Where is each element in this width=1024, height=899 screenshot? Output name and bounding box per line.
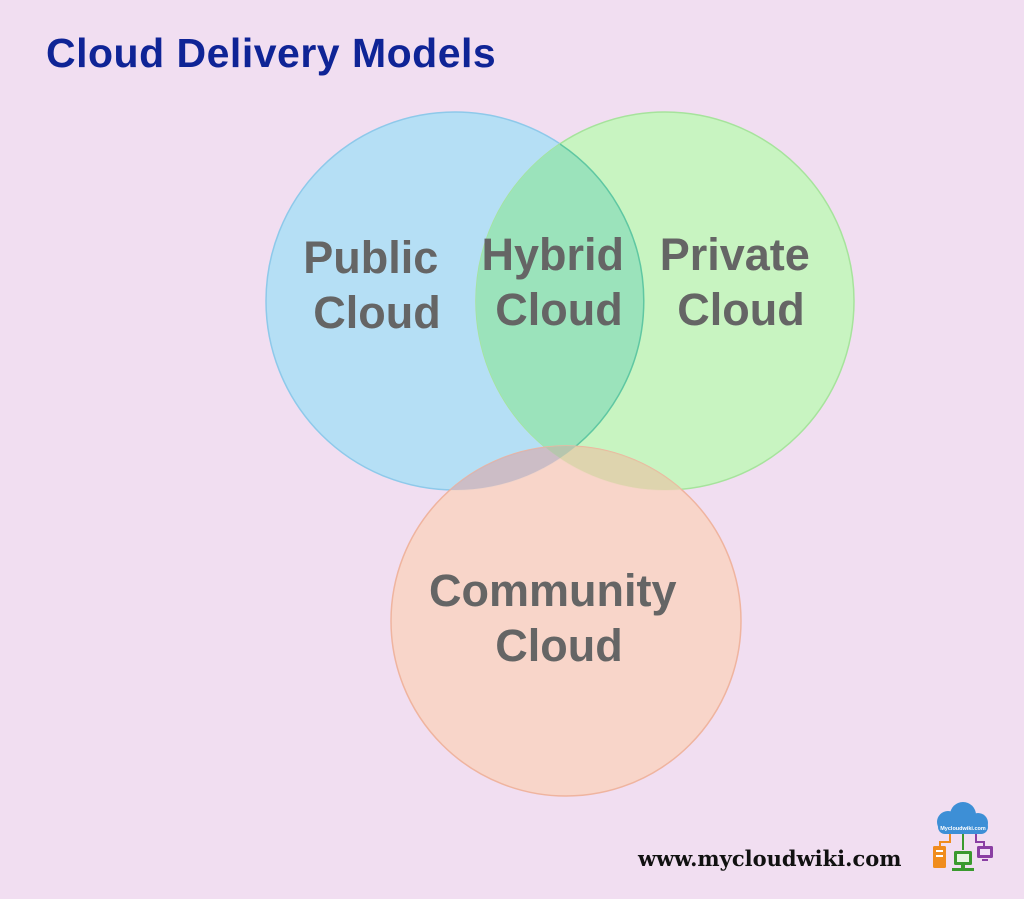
cloud-icon [937,802,988,834]
community-cloud-label: Community Cloud [429,565,689,671]
monitor-icon [952,851,974,871]
community-cloud-label-line2: Cloud [495,620,622,671]
device-icon [977,846,993,861]
hybrid-cloud-overlap [476,112,644,490]
hybrid-cloud-label-line2: Cloud [495,284,622,335]
public-cloud-label-line2: Cloud [313,287,440,338]
private-cloud-label-line1: Private [660,229,810,280]
public-cloud-label-line1: Public [303,232,438,283]
hybrid-cloud-label-line1: Hybrid [481,229,624,280]
footer-site-url: www.mycloudwiki.com [638,846,902,871]
private-cloud-label-line2: Cloud [677,284,804,335]
server-icon [933,846,946,868]
hybrid-cloud-label: Hybrid Cloud [481,229,636,335]
mycloudwiki-logo-icon: Mycloudwiki.com [933,802,993,871]
logo-text: Mycloudwiki.com [940,826,986,832]
public-cloud-label: Public Cloud [303,232,451,338]
community-cloud-label-line1: Community [429,565,677,616]
page-title: Cloud Delivery Models [46,30,497,76]
private-cloud-label: Private Cloud [660,229,823,335]
hybrid-cloud-overlap-edge [559,143,645,459]
